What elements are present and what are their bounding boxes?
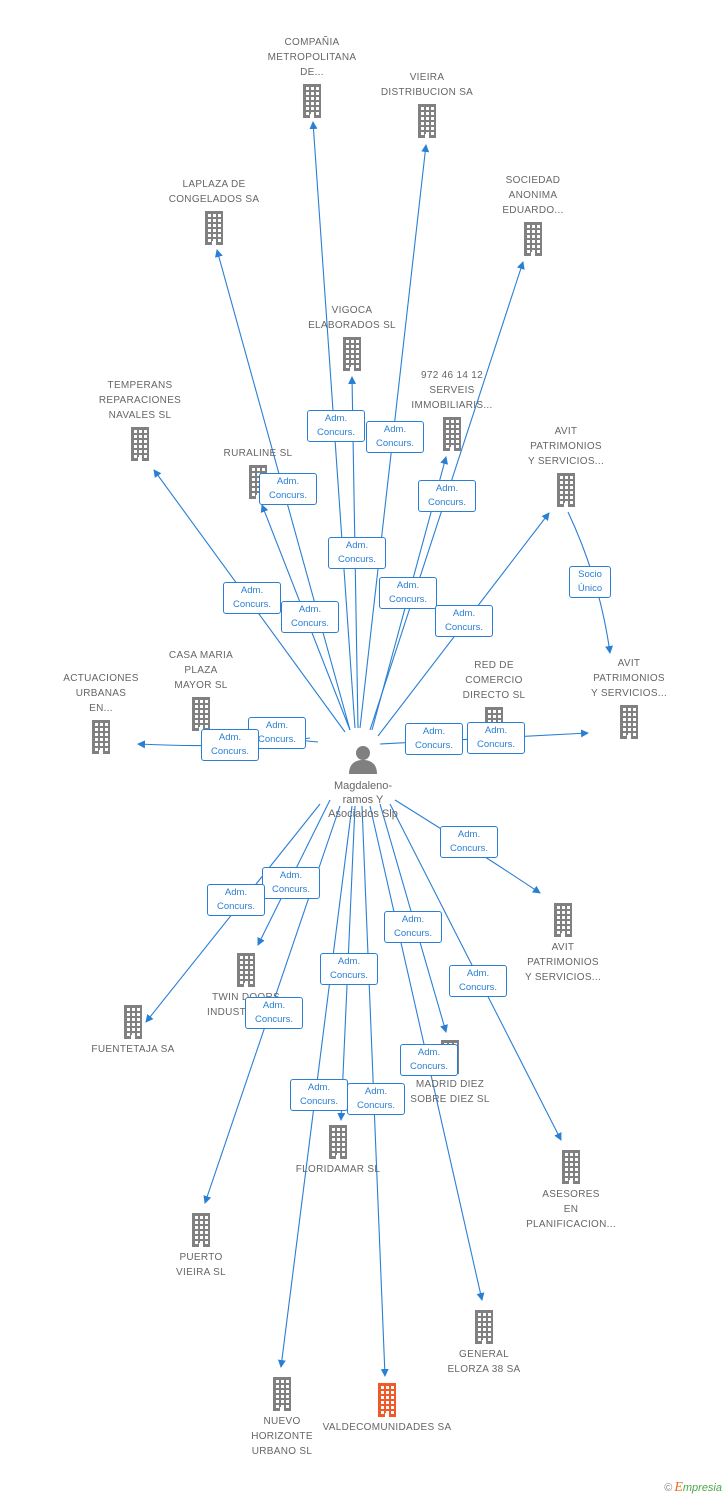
edge-label-badge[interactable]: Adm. Concurs. <box>400 1044 458 1076</box>
company-name: VALDECOMUNIDADES SA <box>322 1422 452 1433</box>
company-name: AVIT PATRIMONIOS Y SERVICIOS... <box>524 942 602 983</box>
building-icon <box>475 1310 493 1344</box>
company-node[interactable]: FLORIDAMAR SL <box>273 1125 403 1177</box>
company-name: FLORIDAMAR SL <box>295 1164 381 1175</box>
edge-label-badge[interactable]: Adm. Concurs. <box>440 826 498 858</box>
edge-label-badge[interactable]: Adm. Concurs. <box>328 537 386 569</box>
company-name: AVIT PATRIMONIOS Y SERVICIOS... <box>527 426 605 467</box>
building-icon <box>205 211 223 245</box>
building-icon <box>131 427 149 461</box>
edge-label-badge[interactable]: Adm. Concurs. <box>347 1083 405 1115</box>
edge-label-badge[interactable]: Adm. Concurs. <box>201 729 259 761</box>
edge-label-badge[interactable]: Adm. Concurs. <box>262 867 320 899</box>
company-node[interactable]: FUENTETAJA SA <box>68 1005 198 1057</box>
company-node[interactable]: AVIT PATRIMONIOS Y SERVICIOS... <box>501 424 631 507</box>
company-name: ACTUACIONES URBANAS EN... <box>63 673 139 714</box>
company-node[interactable]: VIGOCA ELABORADOS SL <box>287 303 417 371</box>
building-icon <box>418 104 436 138</box>
building-icon <box>443 417 461 451</box>
company-name: MADRID DIEZ SOBRE DIEZ SL <box>410 1079 490 1105</box>
building-icon <box>192 1213 210 1247</box>
edge-label-badge[interactable]: Adm. Concurs. <box>384 911 442 943</box>
building-icon <box>303 84 321 118</box>
center-label: Magdaleno- ramos Y Asociados Slp <box>328 780 398 820</box>
building-icon <box>524 222 542 256</box>
company-name: VIEIRA DISTRIBUCION SA <box>380 72 474 98</box>
edge-label-badge[interactable]: Adm. Concurs. <box>245 997 303 1029</box>
company-name: CASA MARIA PLAZA MAYOR SL <box>168 650 234 691</box>
company-node[interactable]: VALDECOMUNIDADES SA <box>322 1383 452 1435</box>
company-node[interactable]: CASA MARIA PLAZA MAYOR SL <box>136 648 266 731</box>
company-node[interactable]: TEMPERANS REPARACIONES NAVALES SL <box>75 378 205 461</box>
building-icon <box>124 1005 142 1039</box>
building-icon <box>620 705 638 739</box>
company-node[interactable]: ACTUACIONES URBANAS EN... <box>36 671 166 754</box>
company-name: VIGOCA ELABORADOS SL <box>308 305 396 331</box>
company-node[interactable]: 972 46 14 12 SERVEIS IMMOBILIARIS... <box>387 368 517 451</box>
company-name: TEMPERANS REPARACIONES NAVALES SL <box>98 380 182 421</box>
building-icon <box>237 953 255 987</box>
company-name: NUEVO HORIZONTE URBANO SL <box>251 1416 313 1457</box>
company-name: AVIT PATRIMONIOS Y SERVICIOS... <box>590 658 668 699</box>
edge-label-badge[interactable]: Adm. Concurs. <box>290 1079 348 1111</box>
building-icon <box>378 1383 396 1417</box>
company-name: PUERTO VIEIRA SL <box>176 1252 226 1278</box>
building-icon <box>554 903 572 937</box>
edge-label-badge[interactable]: Adm. Concurs. <box>418 480 476 512</box>
person-icon <box>349 746 377 774</box>
company-node[interactable]: GENERAL ELORZA 38 SA <box>419 1310 549 1377</box>
socio-unico-badge[interactable]: Socio Único <box>569 566 611 598</box>
company-name: SOCIEDAD ANONIMA EDUARDO... <box>502 175 564 216</box>
edge-label-badge[interactable]: Adm. Concurs. <box>207 884 265 916</box>
edge-label-badge[interactable]: Adm. Concurs. <box>449 965 507 997</box>
company-node[interactable]: AVIT PATRIMONIOS Y SERVICIOS... <box>498 903 628 985</box>
center-person-node[interactable]: Magdaleno- ramos Y Asociados Slp <box>293 744 433 821</box>
edge-label-badge[interactable]: Adm. Concurs. <box>223 582 281 614</box>
edge-label-badge[interactable]: Adm. Concurs. <box>281 601 339 633</box>
company-node[interactable]: ASESORES EN PLANIFICACION... <box>506 1150 636 1232</box>
company-name: LAPLAZA DE CONGELADOS SA <box>168 179 260 205</box>
edge-label-badge[interactable]: Adm. Concurs. <box>366 421 424 453</box>
building-icon <box>343 337 361 371</box>
edge-label-badge[interactable]: Adm. Concurs. <box>405 723 463 755</box>
company-node[interactable]: NUEVO HORIZONTE URBANO SL <box>217 1377 347 1459</box>
company-node[interactable]: SOCIEDAD ANONIMA EDUARDO... <box>468 173 598 256</box>
company-name: 972 46 14 12 SERVEIS IMMOBILIARIS... <box>411 370 493 411</box>
building-icon <box>273 1377 291 1411</box>
edge-label-badge[interactable]: Adm. Concurs. <box>320 953 378 985</box>
company-node[interactable]: VIEIRA DISTRIBUCION SA <box>362 70 492 138</box>
building-icon <box>192 697 210 731</box>
company-node[interactable]: LAPLAZA DE CONGELADOS SA <box>149 177 279 245</box>
company-node[interactable]: AVIT PATRIMONIOS Y SERVICIOS... <box>564 656 694 739</box>
building-icon <box>329 1125 347 1159</box>
company-name: FUENTETAJA SA <box>91 1044 175 1055</box>
company-node[interactable]: COMPAÑIA METROPOLITANA DE... <box>247 35 377 118</box>
company-name: RED DE COMERCIO DIRECTO SL <box>462 660 526 701</box>
building-icon <box>562 1150 580 1184</box>
edge-label-badge[interactable]: Adm. Concurs. <box>467 722 525 754</box>
edge-label-badge[interactable]: Adm. Concurs. <box>435 605 493 637</box>
building-icon <box>92 720 110 754</box>
company-name: GENERAL ELORZA 38 SA <box>447 1349 521 1375</box>
company-name: COMPAÑIA METROPOLITANA DE... <box>267 37 357 78</box>
edge-label-badge[interactable]: Adm. Concurs. <box>307 410 365 442</box>
empresia-credit[interactable]: ©Empresia <box>664 1480 722 1495</box>
company-name: ASESORES EN PLANIFICACION... <box>526 1189 616 1230</box>
company-node[interactable]: PUERTO VIEIRA SL <box>136 1213 266 1280</box>
company-name: RURALINE SL <box>223 448 293 459</box>
edge-label-badge[interactable]: Adm. Concurs. <box>259 473 317 505</box>
edge-label-badge[interactable]: Adm. Concurs. <box>379 577 437 609</box>
building-icon <box>557 473 575 507</box>
